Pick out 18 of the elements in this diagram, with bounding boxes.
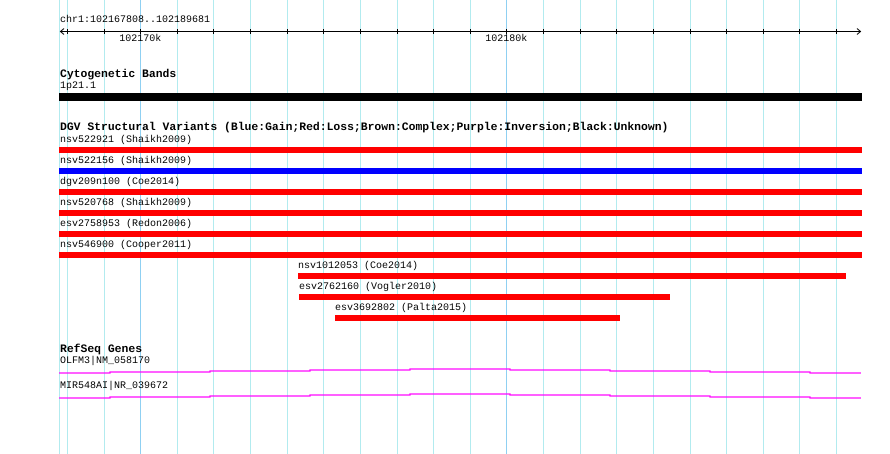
feature-label: 1p21.1 bbox=[60, 82, 96, 92]
feature-label: nsv520768 (Shaikh2009) bbox=[60, 199, 192, 209]
track-title: RefSeq Genes bbox=[60, 344, 142, 356]
feature-label: dgv209n100 (Coe2014) bbox=[60, 178, 180, 188]
feature-label: esv3692802 (Palta2015) bbox=[335, 304, 468, 314]
feature-label: esv2762160 (Vogler2010) bbox=[299, 283, 438, 293]
feature-label: nsv1012053 (Coe2014) bbox=[298, 262, 418, 272]
tick-label: 102170k bbox=[119, 35, 162, 45]
tick-label: 102180k bbox=[485, 35, 528, 45]
feature-label: MIR548AI|NR_039672 bbox=[60, 382, 168, 392]
region-label: chr1:102167808..102189681 bbox=[60, 16, 210, 26]
feature-label: OLFM3|NM_058170 bbox=[60, 357, 150, 367]
feature-label: nsv522921 (Shaikh2009) bbox=[60, 136, 192, 146]
track-title: DGV Structural Variants (Blue:Gain;Red:Loss;Brown:Complex;Purple:Inversion;Black:Unknown) bbox=[60, 122, 668, 134]
feature-label: esv2758953 (Redon2006) bbox=[60, 220, 192, 230]
feature-label: nsv546900 (Cooper2011) bbox=[60, 241, 192, 251]
feature-label: nsv522156 (Shaikh2009) bbox=[60, 157, 192, 167]
track-title: Cytogenetic Bands bbox=[60, 69, 176, 81]
